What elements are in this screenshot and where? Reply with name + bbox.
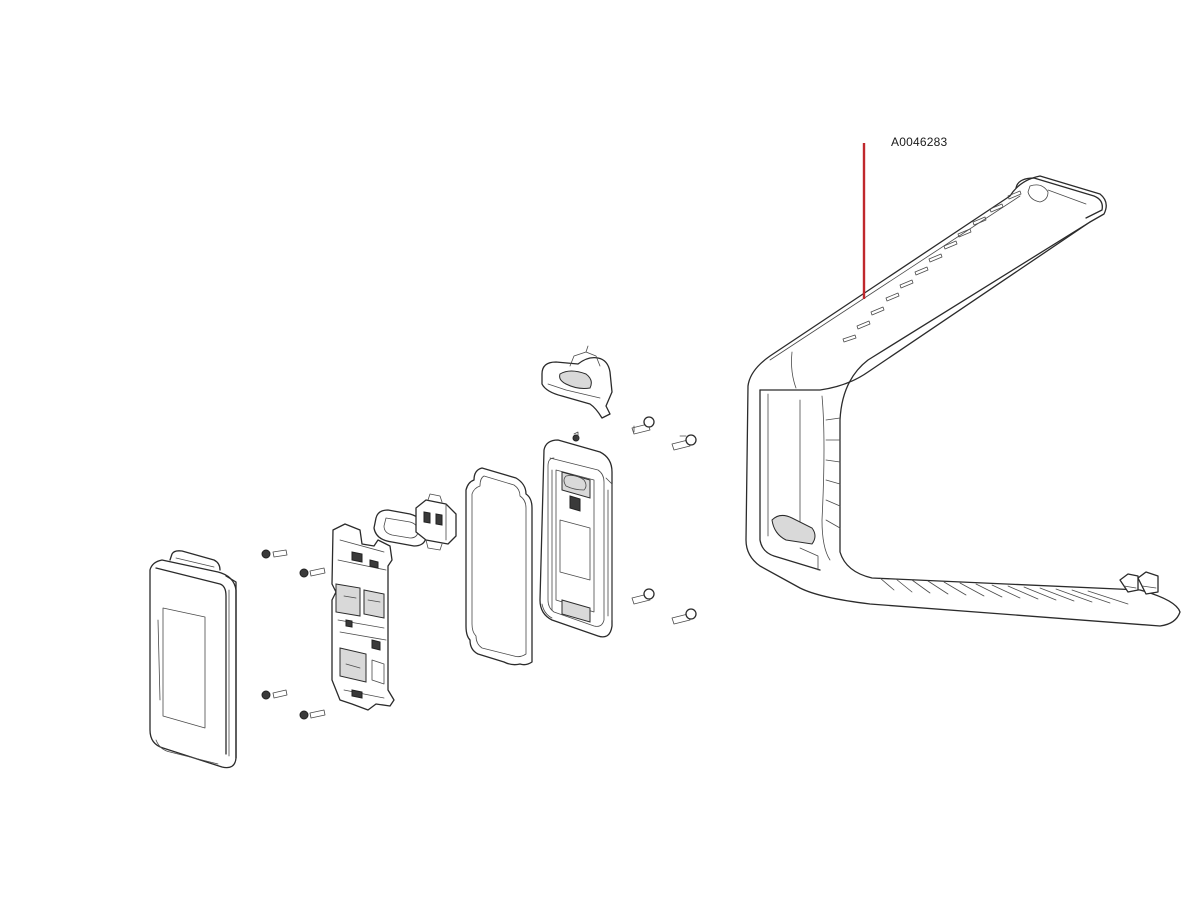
display-window <box>162 607 206 729</box>
screw-right-bottom <box>671 608 697 625</box>
screw-left-upper-mid <box>299 567 326 578</box>
screw-left-top <box>261 549 288 559</box>
screw-right-upper <box>671 434 697 451</box>
screw-right-top <box>631 416 655 435</box>
part-number-label: A0046283 <box>891 135 948 149</box>
screw-left-bottom <box>299 709 326 720</box>
back-gasket <box>465 467 533 666</box>
connector-block <box>415 493 457 551</box>
wrist-band <box>745 175 1181 627</box>
rear-case <box>539 431 613 638</box>
screw-left-lower <box>261 689 288 700</box>
strap-holes <box>842 190 1022 343</box>
strap-texture <box>879 577 1129 605</box>
front-housing <box>149 550 237 769</box>
circuit-board <box>331 523 395 711</box>
band-clip <box>541 345 613 419</box>
screw-right-lower <box>631 588 655 605</box>
